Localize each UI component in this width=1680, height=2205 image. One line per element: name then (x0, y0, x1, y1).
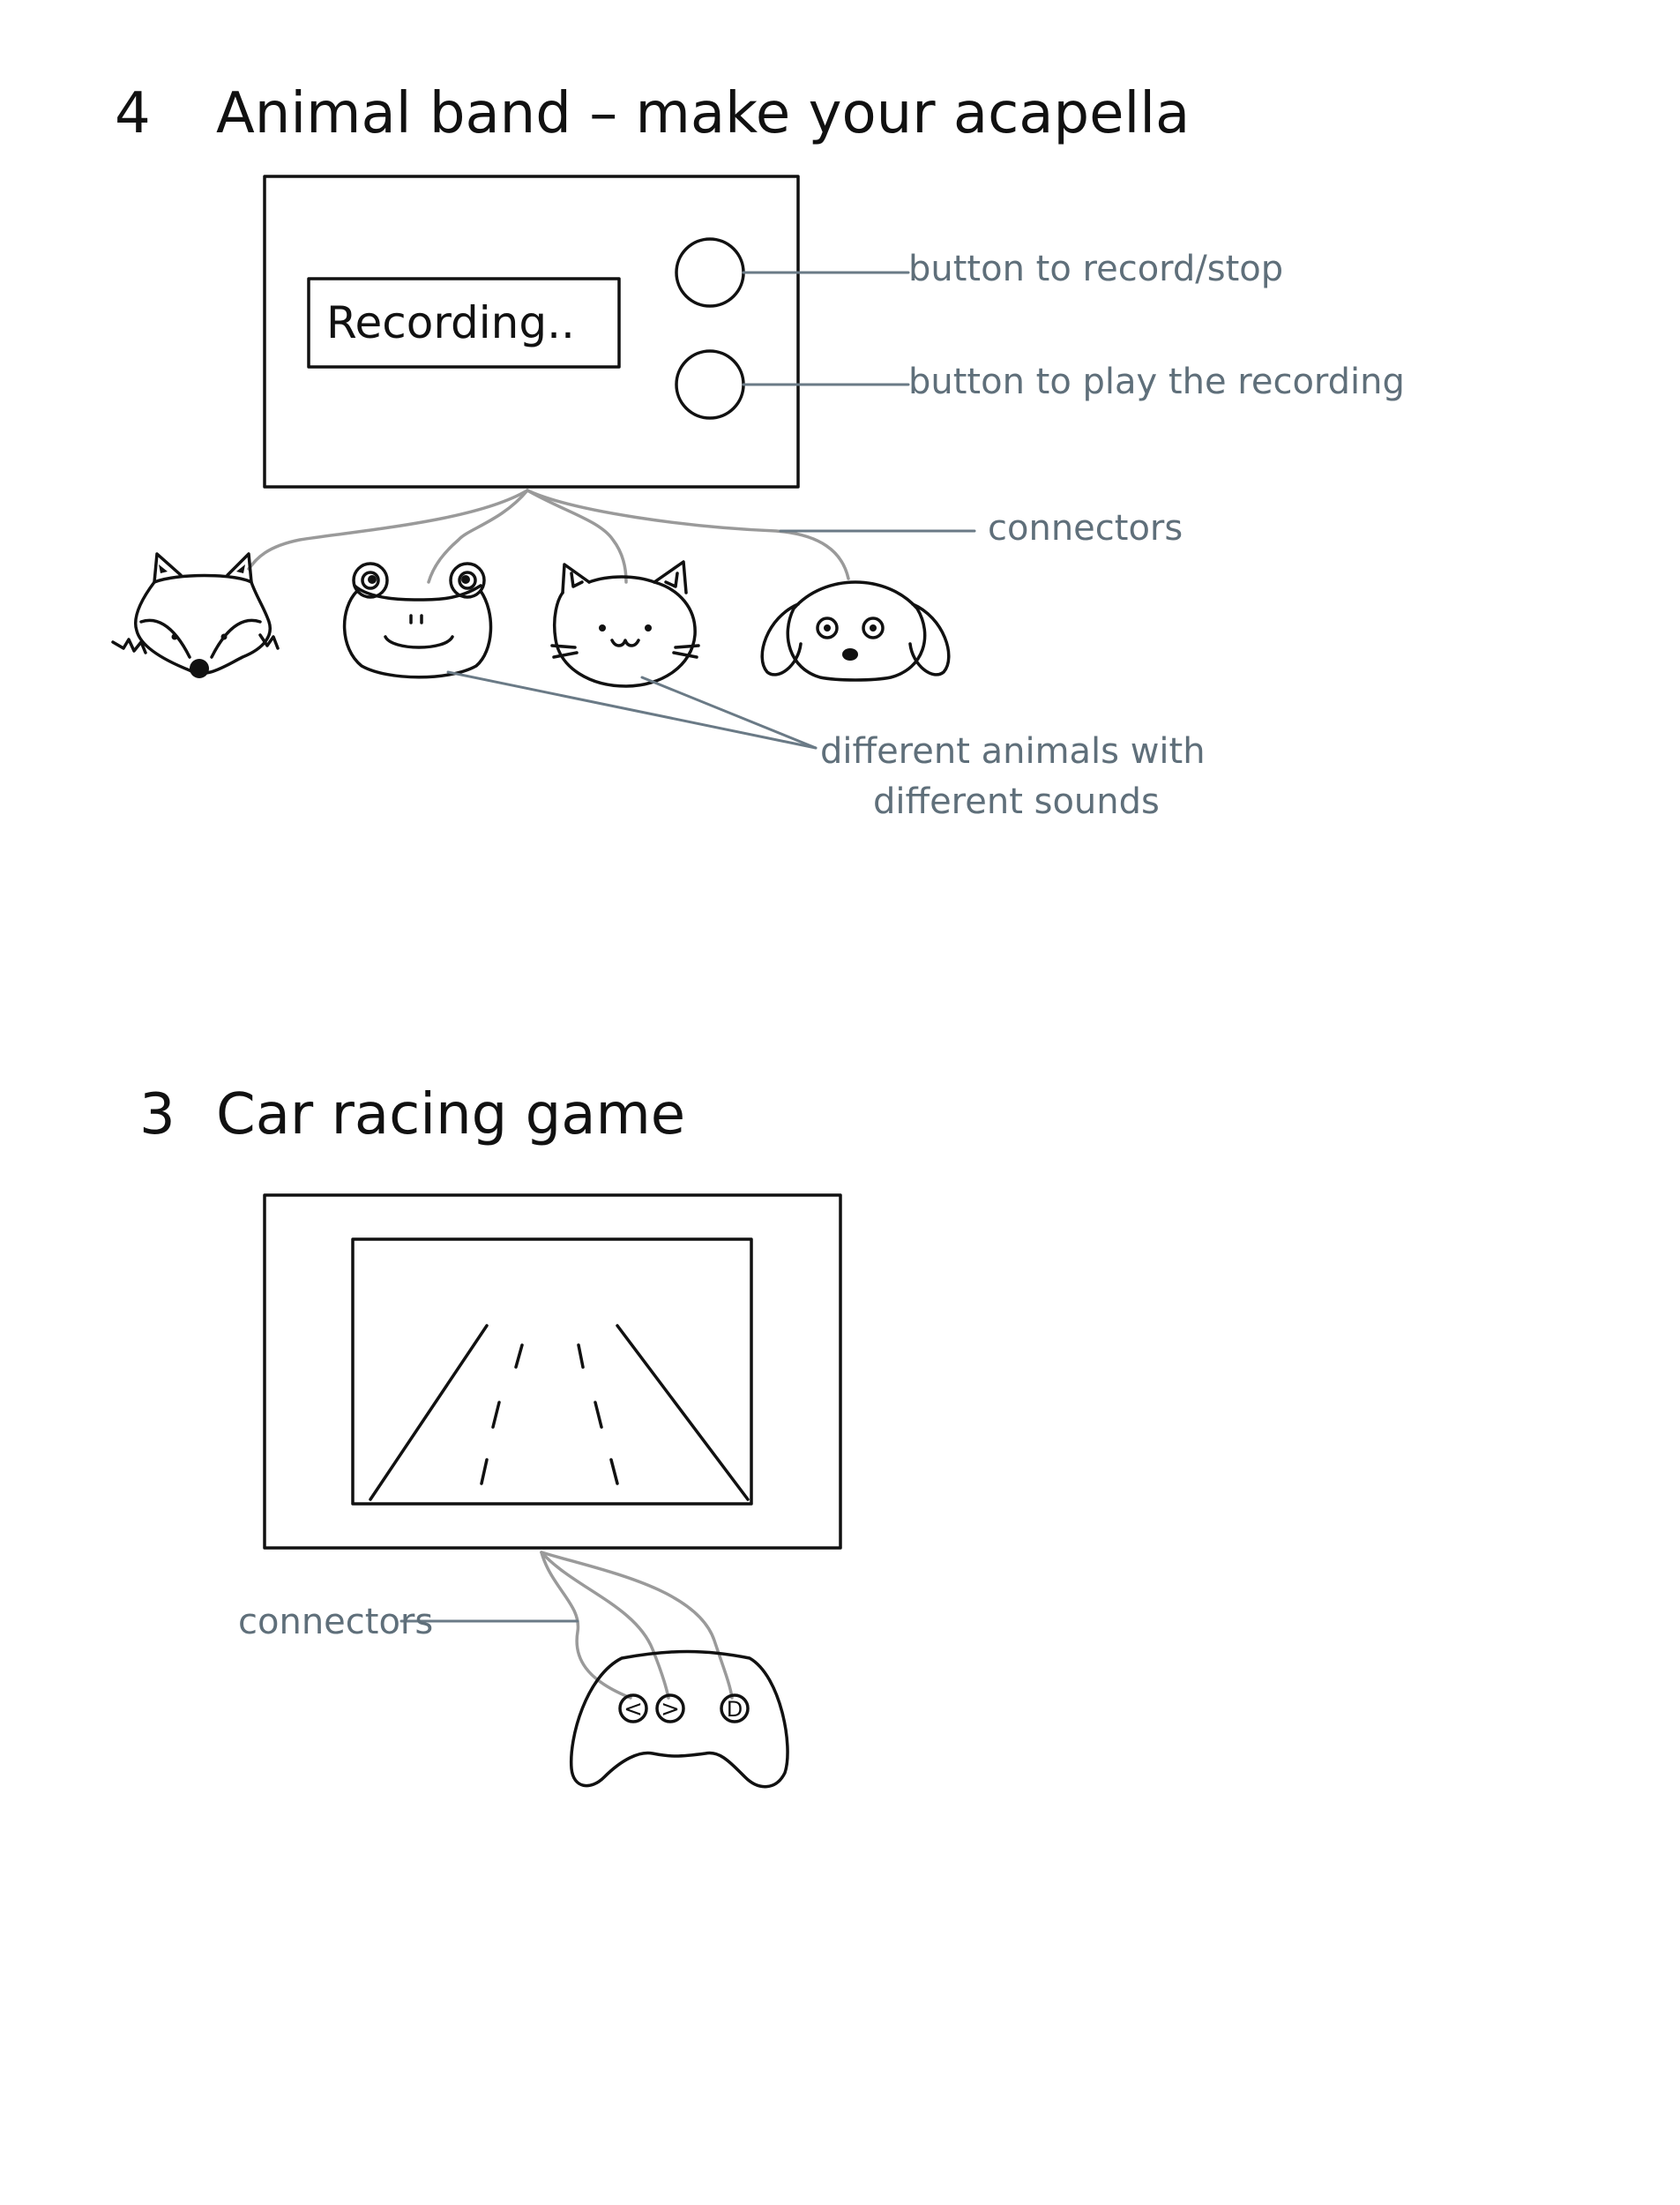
recording-screen (307, 277, 621, 369)
fox-right-cheek (258, 633, 280, 650)
sketch-animal-band: 4 Animal band – make your acapella Recor… (111, 81, 1405, 822)
animal-connectors (247, 489, 850, 584)
dog-nose (842, 648, 858, 661)
connector-frog (427, 489, 529, 584)
connector-d-button (540, 1551, 734, 1700)
connector-dog (526, 489, 850, 580)
connector-right-button (540, 1551, 670, 1700)
connector-cat (526, 489, 628, 584)
gamepad-icon[interactable]: < > D (569, 1649, 789, 1789)
play-button-label: button to play the recording (908, 362, 1405, 402)
animals-leader (446, 670, 818, 750)
game-screen (351, 1237, 753, 1506)
road-drawing (369, 1324, 750, 1501)
frog-mouth (384, 635, 454, 649)
recording-status-text: Recording.. (326, 297, 575, 348)
cat-head (552, 575, 697, 688)
sketch-car-racing: 3 Car racing game connectors (139, 1082, 842, 1789)
dog-right-ear (908, 602, 951, 676)
play-recording-button[interactable] (675, 349, 745, 420)
controller-connectors (540, 1551, 734, 1700)
device-box (263, 175, 800, 489)
fox-right-ear (226, 552, 253, 584)
svg-text:<: < (623, 1696, 643, 1723)
cat-icon[interactable] (550, 560, 700, 688)
fox-head (134, 573, 272, 676)
animals-label-line-1: different animals with (820, 731, 1206, 772)
d-button[interactable]: D (720, 1693, 750, 1723)
frog-head (342, 589, 493, 679)
record-stop-button[interactable] (675, 237, 745, 308)
connectors-label: connectors (238, 1602, 433, 1642)
dog-icon[interactable] (760, 580, 951, 682)
sketch-title: Animal band – make your acapella (216, 81, 1190, 146)
frog-icon[interactable] (342, 562, 493, 679)
fox-icon[interactable] (111, 552, 280, 678)
svg-text:D: D (727, 1697, 743, 1722)
dog-head (786, 580, 927, 682)
fox-left-ear (153, 552, 183, 584)
connector-fox (247, 489, 529, 571)
dog-left-ear (760, 602, 803, 676)
sketch-number: 3 (139, 1082, 175, 1147)
fox-left-cheek (111, 638, 147, 654)
sketch-number: 4 (115, 81, 151, 146)
sketch-title: Car racing game (216, 1082, 685, 1147)
fox-left-mask (139, 618, 191, 659)
game-monitor (263, 1193, 842, 1550)
gamepad-body (569, 1649, 789, 1789)
right-arrow-button[interactable]: > (655, 1693, 685, 1723)
cat-mouth (610, 639, 640, 647)
connectors-label: connectors (988, 508, 1183, 549)
fox-nose (190, 659, 209, 678)
left-arrow-button[interactable]: < (618, 1693, 648, 1723)
svg-text:>: > (661, 1696, 680, 1723)
fox-right-mask (210, 618, 262, 659)
animals-label-line-2: different sounds (873, 781, 1160, 822)
record-button-label: button to record/stop (908, 249, 1283, 289)
